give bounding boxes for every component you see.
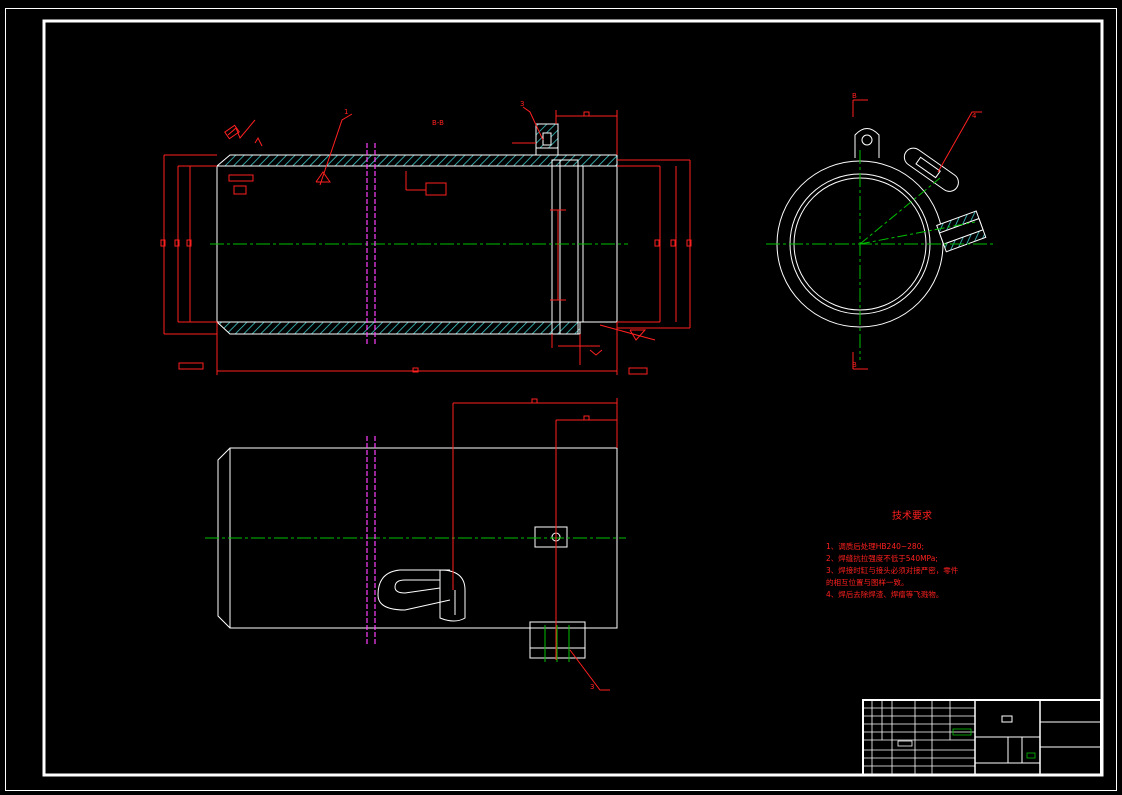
section-view: B-B [160,100,692,375]
drawing-frame [5,8,1117,791]
tech-req-item-2: 2、焊缝抗拉强度不低于540MPa; [826,553,938,563]
tech-req-item-1: 1、调质后处理HB240~280; [826,541,924,551]
section-marker-bottom: B [852,361,857,369]
end-view: B B 4 [766,92,994,370]
callout-3-top: 3 [520,100,524,108]
tech-req-item-4: 的相互位置与图样一致。 [826,577,909,587]
technical-requirements: 技术要求 1、调质后处理HB240~280; 2、焊缝抗拉强度不低于540MPa… [826,509,959,599]
front-view: 3 [205,398,626,691]
tech-req-item-5: 4、焊后去除焊渣、焊瘤等飞溅物。 [826,589,943,599]
callout-1-top: 1 [344,108,348,116]
tech-req-item-3: 3、焊接时缸与接头必须对接严密，零件 [826,565,959,575]
section-label: B-B [432,119,444,127]
title-block [862,699,1102,776]
bottom-wall-hatch [215,321,581,335]
callout-4: 4 [972,112,977,120]
tech-req-title: 技术要求 [892,509,932,522]
section-marker-top: B [852,92,857,100]
callout-3-bottom: 3 [590,683,594,691]
